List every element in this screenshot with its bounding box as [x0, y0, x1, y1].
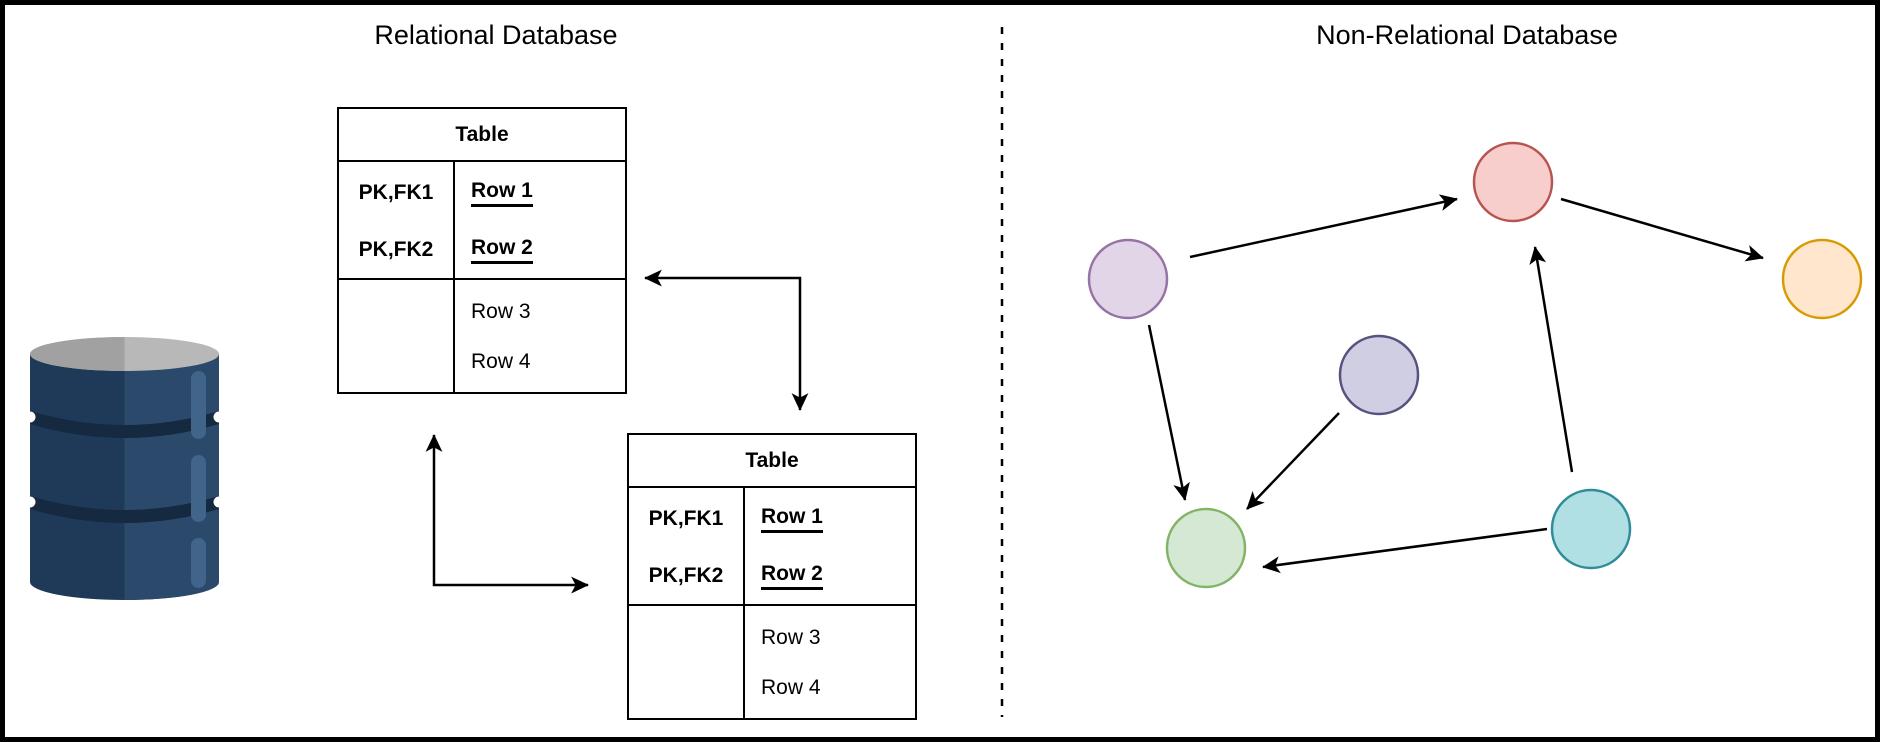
- table-title: Table: [629, 435, 915, 488]
- edge-red-to-orange: [1560, 197, 1764, 262]
- right-panel-title: Non-Relational Database: [1316, 20, 1618, 50]
- edge-teal-to-red: [1529, 246, 1574, 473]
- row-cell: Row 4: [761, 676, 821, 699]
- row-cell: Row 2: [761, 562, 823, 590]
- node-orange: [1781, 238, 1863, 320]
- row-divider: [629, 604, 915, 606]
- table-body: PK,FK1 PK,FK2 Row 1 Row 2 Row 3 Row 4: [339, 162, 625, 393]
- edge-lavender-to-green: [1246, 412, 1340, 510]
- key-cell: PK,FK2: [358, 238, 434, 261]
- row-divider: [339, 278, 625, 280]
- row-cell: Row 3: [471, 300, 531, 323]
- table-title: Table: [339, 109, 625, 162]
- diagram-svg-layer: [24, 27, 1863, 717]
- nodes-group: [1087, 141, 1863, 589]
- node-purple: [1087, 238, 1169, 320]
- row-cell: Row 2: [471, 236, 533, 264]
- row-cell: Row 1: [761, 505, 823, 533]
- key-cell: PK,FK1: [358, 181, 434, 204]
- row-cell: Row 3: [761, 626, 821, 649]
- arrow-table2-to-table1: [644, 269, 809, 411]
- row-cell: Row 1: [471, 179, 533, 207]
- left-panel-title: Relational Database: [374, 20, 618, 50]
- database-cylinder-icon: [24, 337, 225, 600]
- relational-table-1: Table PK,FK1 PK,FK2 Row 1 Row 2 Row 3 Ro…: [337, 107, 627, 394]
- node-green: [1165, 507, 1247, 589]
- node-lavender: [1338, 334, 1420, 416]
- node-red: [1472, 141, 1554, 223]
- edge-purple-to-green: [1147, 324, 1190, 501]
- table-body: PK,FK1 PK,FK2 Row 1 Row 2 Row 3 Row 4: [629, 488, 915, 719]
- row-cell: Row 4: [471, 350, 531, 373]
- arrow-table1-to-table2: [425, 434, 589, 594]
- key-cell: PK,FK2: [648, 564, 724, 587]
- relational-table-2: Table PK,FK1 PK,FK2 Row 1 Row 2 Row 3 Ro…: [627, 433, 917, 720]
- edge-purple-to-red: [1189, 194, 1458, 259]
- column-divider: [743, 488, 745, 719]
- node-teal: [1550, 488, 1632, 570]
- edge-teal-to-green: [1262, 527, 1548, 574]
- key-cell: PK,FK1: [648, 507, 724, 530]
- edges-group: [425, 194, 1764, 594]
- column-divider: [453, 162, 455, 393]
